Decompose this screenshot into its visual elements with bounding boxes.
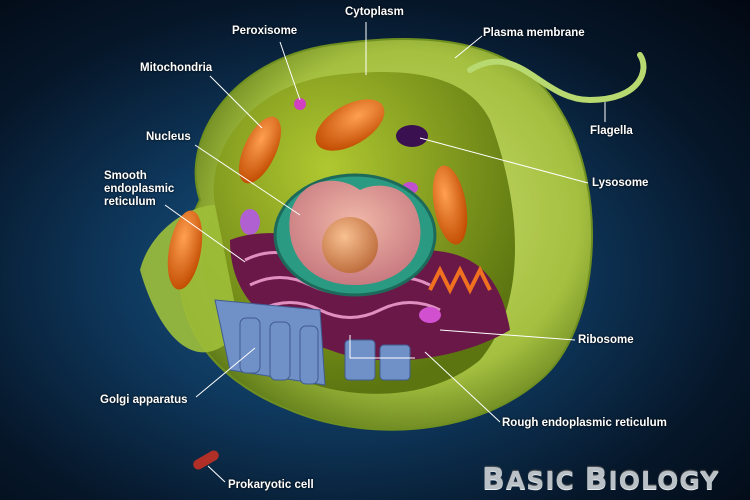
lysosome-shape	[396, 125, 428, 147]
logo-text: IOLOGY	[608, 466, 720, 495]
logo-text: ASIC	[505, 466, 575, 495]
vesicle-shape	[240, 209, 260, 235]
label-lysosome: Lysosome	[592, 177, 649, 189]
mitochondrion-shape	[315, 99, 385, 151]
mitochondrion-shape	[432, 165, 468, 245]
ribosome-shape	[419, 307, 441, 323]
label-smooth-er-line3: reticulum	[104, 196, 156, 208]
mitochondrion-shape	[238, 116, 282, 184]
label-mitochondria: Mitochondria	[140, 62, 213, 74]
basic-biology-logo: BASIC BIOLOGY	[482, 462, 719, 497]
mitochondrion-shape	[167, 210, 203, 290]
leader-lines	[164, 22, 606, 483]
label-rough-er: Rough endoplasmic reticulum	[502, 417, 667, 429]
label-smooth-er: Smooth endoplasmic reticulum	[104, 170, 174, 209]
label-nucleus: Nucleus	[146, 131, 191, 143]
label-smooth-er-line2: endoplasmic	[104, 183, 175, 195]
label-cytoplasm: Cytoplasm	[345, 6, 404, 18]
label-flagella: Flagella	[590, 125, 633, 137]
peroxisome-shape	[294, 98, 306, 110]
logo-letter: B	[482, 462, 506, 497]
label-golgi-apparatus: Golgi apparatus	[100, 394, 188, 406]
label-prokaryotic-cell: Prokaryotic cell	[228, 479, 314, 491]
label-peroxisome: Peroxisome	[232, 25, 298, 37]
label-ribosome: Ribosome	[578, 334, 634, 346]
nucleolus-shape	[322, 217, 378, 273]
logo-letter: B	[584, 462, 609, 497]
golgi-apparatus-shape	[214, 299, 411, 386]
label-plasma-membrane: Plasma membrane	[483, 27, 585, 39]
label-smooth-er-line1: Smooth	[104, 170, 147, 182]
flagella-shape	[467, 52, 647, 104]
prokaryotic-cell-shape	[193, 450, 219, 470]
